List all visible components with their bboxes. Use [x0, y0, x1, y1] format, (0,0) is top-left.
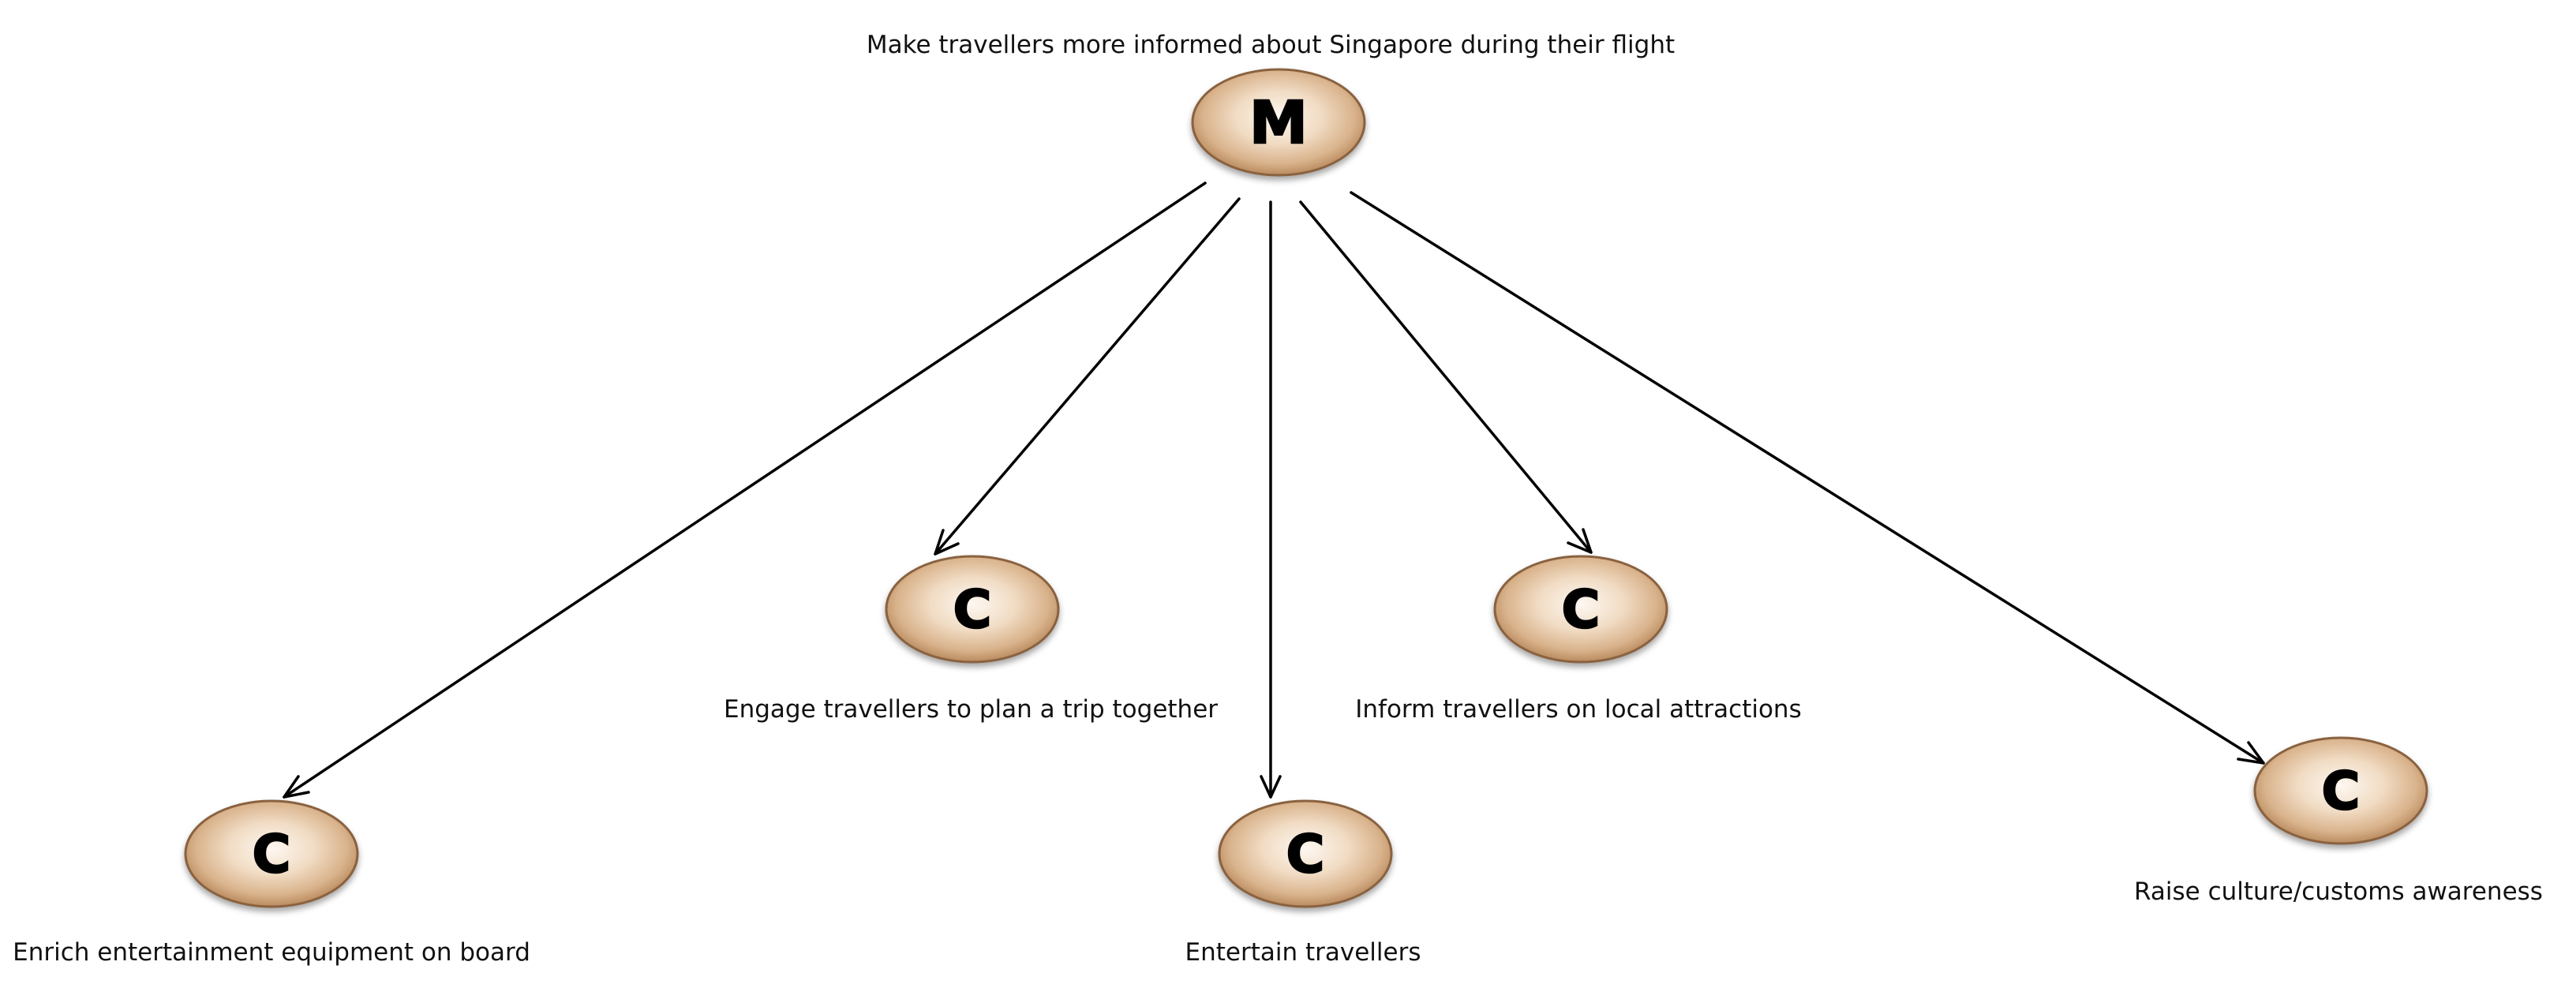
edge-to-engage-travellers [934, 197, 1241, 556]
node-root-letter: M [1249, 89, 1308, 157]
node-raise-awareness[interactable]: C [2253, 736, 2428, 845]
node-engage-letter: C [953, 579, 991, 640]
node-inform-travellers[interactable]: C [1493, 555, 1668, 664]
node-enrich-label: Enrich entertainment equipment on board [13, 938, 530, 967]
node-inform-letter: C [1562, 579, 1600, 640]
node-entertain-travellers[interactable]: C [1218, 799, 1393, 908]
node-root[interactable]: M [1191, 68, 1366, 177]
edges [283, 181, 2265, 799]
node-enrich-entertainment[interactable]: C [184, 799, 359, 908]
node-raise-letter: C [2322, 761, 2360, 821]
node-engage-travellers[interactable]: C [885, 555, 1060, 664]
node-root-label: Make travellers more informed about Sing… [866, 31, 1676, 59]
node-inform-label: Inform travellers on local attractions [1355, 695, 1802, 724]
edge-to-inform-travellers [1299, 200, 1593, 554]
node-raise-label: Raise culture/customs awareness [2134, 877, 2543, 906]
edge-to-raise-awareness [1350, 191, 2265, 765]
node-entertain-label: Entertain travellers [1185, 938, 1421, 967]
edge-to-entertain-travellers [1260, 200, 1282, 799]
node-engage-label: Engage travellers to plan a trip togethe… [723, 695, 1219, 724]
node-enrich-letter: C [253, 824, 290, 885]
node-entertain-letter: C [1286, 824, 1324, 885]
edge-to-enrich-entertainment [283, 181, 1207, 799]
